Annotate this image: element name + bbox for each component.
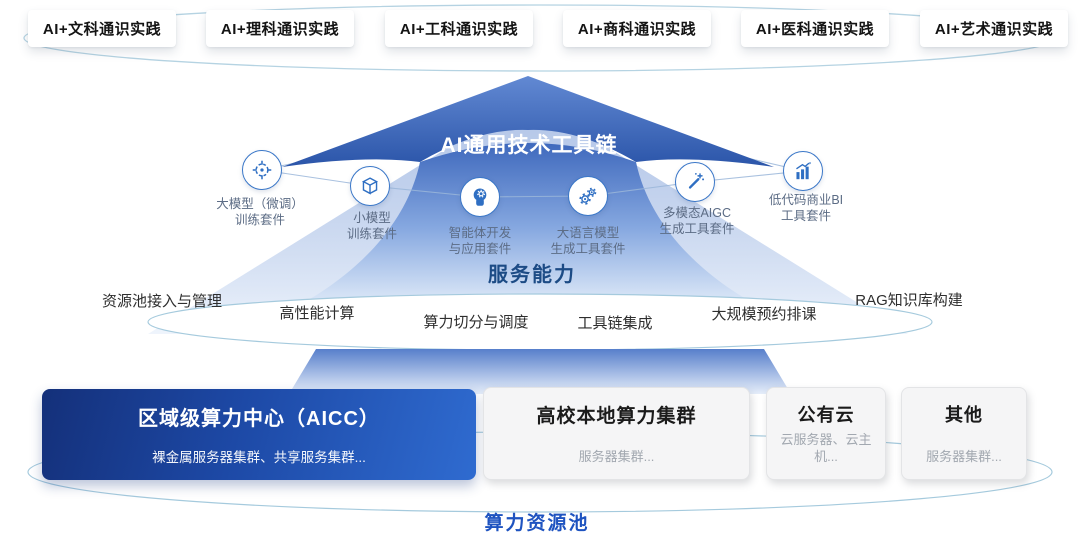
service-compute-slicing: 算力切分与调度 bbox=[423, 314, 529, 331]
node-subtitle: 云服务器、云主机... bbox=[780, 432, 872, 464]
node-title: 高校本地算力集群 bbox=[536, 406, 697, 427]
tool-label-large-model: 大模型（微调）训练套件 bbox=[216, 197, 304, 227]
track-business: AI+商科通识实践 bbox=[563, 10, 711, 47]
node-subtitle: 裸金属服务器集群、共享服务集群... bbox=[152, 450, 366, 465]
track-label: AI+理科通识实践 bbox=[220, 21, 340, 38]
cube-icon bbox=[350, 166, 390, 206]
track-liberal-arts: AI+文科通识实践 bbox=[28, 10, 176, 47]
arrow-body-shape bbox=[236, 143, 820, 332]
track-art: AI+艺术通识实践 bbox=[920, 10, 1068, 47]
tool-label-agent-dev: 智能体开发与应用套件 bbox=[448, 226, 512, 256]
service-pool-access: 资源池接入与管理 bbox=[101, 293, 222, 310]
track-engineering: AI+工科通识实践 bbox=[385, 10, 533, 47]
node-title: 公有云 bbox=[797, 405, 855, 425]
track-label: AI+文科通识实践 bbox=[42, 21, 162, 38]
node-title: 其他 bbox=[945, 405, 983, 425]
node-title: 区域级算力中心（AICC） bbox=[138, 408, 380, 430]
node-public-cloud: 公有云 云服务器、云主机... bbox=[766, 387, 886, 480]
track-label: AI+工科通识实践 bbox=[399, 21, 519, 38]
service-hpc: 高性能计算 bbox=[279, 305, 355, 322]
resource-pool-title: 算力资源池 bbox=[484, 513, 590, 534]
funnel-shape bbox=[289, 349, 791, 394]
service-toolchain-integration: 工具链集成 bbox=[577, 315, 653, 332]
track-label: AI+商科通识实践 bbox=[577, 21, 697, 38]
bar-chart-icon bbox=[783, 151, 823, 191]
agent-head-icon bbox=[460, 177, 500, 217]
services-title: 服务能力 bbox=[488, 264, 576, 286]
track-science: AI+理科通识实践 bbox=[206, 10, 354, 47]
gears-icon bbox=[568, 176, 608, 216]
node-subtitle: 服务器集群... bbox=[578, 449, 655, 464]
node-other: 其他 服务器集群... bbox=[901, 387, 1027, 480]
target-icon bbox=[242, 150, 282, 190]
track-medicine: AI+医科通识实践 bbox=[741, 10, 889, 47]
toolchain-title: AI通用技术工具链 bbox=[440, 134, 618, 157]
node-subtitle: 服务器集群... bbox=[926, 449, 1002, 464]
node-campus-cluster: 高校本地算力集群 服务器集群... bbox=[483, 387, 750, 480]
track-label: AI+艺术通识实践 bbox=[934, 21, 1054, 38]
arrow-head-shape bbox=[282, 76, 774, 167]
service-scheduling: 大规模预约排课 bbox=[711, 306, 817, 323]
node-regional-aicc: 区域级算力中心（AICC） 裸金属服务器集群、共享服务集群... bbox=[42, 389, 476, 480]
tool-label-small-model: 小模型训练套件 bbox=[346, 211, 397, 241]
tool-label-llm-gen: 大语言模型生成工具套件 bbox=[550, 226, 626, 256]
top-ellipse-arc bbox=[23, 4, 1057, 72]
service-rag-kb: RAG知识库构建 bbox=[855, 292, 963, 309]
track-label: AI+医科通识实践 bbox=[755, 21, 875, 38]
magic-wand-icon bbox=[675, 162, 715, 202]
